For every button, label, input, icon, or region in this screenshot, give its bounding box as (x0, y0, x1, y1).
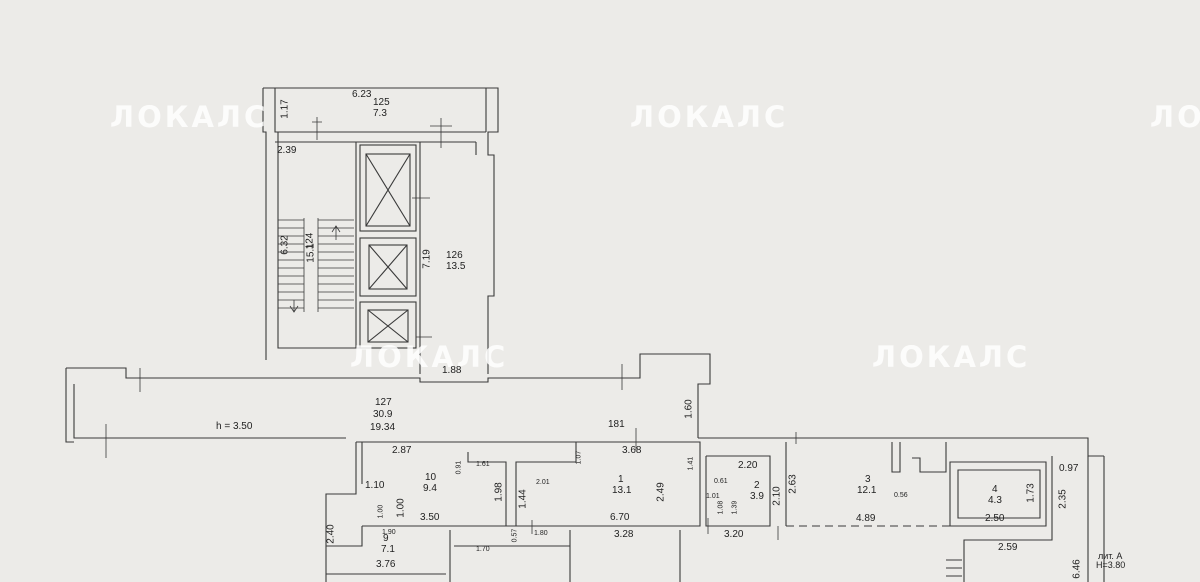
dim-label: 3.28 (614, 529, 634, 540)
room-number: 9 (383, 533, 389, 544)
dim-label: 1.60 (683, 399, 695, 419)
watermark-logo: ЛОКА (1150, 100, 1200, 134)
dim-label: 6.32 (279, 235, 291, 255)
dim-label: 1.80 (534, 530, 548, 537)
dim-label: 2.63 (787, 474, 799, 494)
dim-label: 7.19 (421, 249, 433, 269)
dim-label: 2.87 (392, 445, 412, 456)
dim-label: 6.70 (610, 512, 630, 523)
dim-label: 2.39 (277, 145, 297, 156)
room-area: 30.9 (373, 409, 393, 420)
watermark-logo: ЛОКАЛС (630, 100, 789, 134)
dim-label: 6.46 (1071, 559, 1083, 579)
dim-label: 0.97 (1059, 463, 1079, 474)
dim-label: 0.57 (511, 528, 519, 543)
dim-label: 4.89 (856, 513, 876, 524)
dim-label: 1.70 (476, 546, 490, 553)
room-number: 127 (375, 397, 392, 408)
dim-label: 1.00 (395, 498, 407, 518)
dim-label: 0.91 (455, 460, 463, 475)
dim-label: 1.41 (687, 456, 695, 471)
dim-label: 1.17 (279, 99, 291, 119)
room-area: 7.3 (373, 108, 387, 119)
dim-label: 2.01 (536, 479, 550, 486)
dim-label: 1.90 (382, 529, 396, 536)
dim-label: 1.10 (365, 480, 385, 491)
ceiling-height-note: h = 3.50 (216, 421, 253, 432)
dim-label: 1.00 (377, 504, 385, 519)
room-area: 4.3 (988, 495, 1002, 506)
dim-label: 6.23 (352, 89, 372, 100)
dimension-ticks (105, 117, 797, 540)
dim-label: 3.20 (724, 529, 744, 540)
lit-label: лит. А (1098, 551, 1123, 561)
watermark-logo: ЛОКАЛС (350, 340, 509, 374)
room-number: 10 (425, 472, 437, 483)
dim-label: 0.56 (894, 492, 908, 499)
wall-lines (65, 87, 1105, 582)
room-number: 4 (992, 484, 998, 495)
room-area: 13.5 (446, 261, 466, 272)
corridor-number: 181 (608, 419, 625, 430)
dim-label: 1.44 (517, 489, 529, 509)
room-number: 2 (754, 480, 760, 491)
room-number: 1 (618, 474, 624, 485)
dim-label: 1.98 (493, 482, 505, 502)
room-area: 3.9 (750, 491, 764, 502)
watermark-logo: ЛОКАЛС (110, 100, 269, 134)
dim-label: 2.50 (985, 513, 1005, 524)
dim-label: 1.07 (575, 450, 583, 465)
room-area: 12.1 (857, 485, 877, 496)
lit-height: H=3.80 (1096, 560, 1126, 570)
dim-label: 2.49 (655, 482, 667, 502)
room-number: 126 (446, 250, 463, 261)
dim-label: 1.88 (442, 365, 462, 376)
dim-label: 2.20 (738, 460, 758, 471)
dim-label: 1.08 (717, 500, 725, 515)
dim-label: 2.59 (998, 542, 1018, 553)
room-number: 3 (865, 474, 871, 485)
dim-label: 0.61 (714, 478, 728, 485)
dim-label: 1.39 (731, 500, 739, 515)
room-area: 9.4 (423, 483, 437, 494)
dim-label: 2.35 (1057, 489, 1069, 509)
dim-label: 2.40 (325, 524, 337, 544)
room-area: 15.1 (305, 243, 317, 263)
room-number: 125 (373, 97, 390, 108)
dim-label: 2.10 (771, 486, 783, 506)
dim-label: 3.68 (622, 445, 642, 456)
dim-label: 1.73 (1025, 483, 1037, 503)
dim-label: 3.76 (376, 559, 396, 570)
dim-label: 1.61 (476, 461, 490, 468)
room-area: 13.1 (612, 485, 632, 496)
dim-label: 1.01 (706, 493, 720, 500)
room-area: 7.1 (381, 544, 395, 555)
dim-label: 3.50 (420, 512, 440, 523)
watermark-logo: ЛОКАЛС (872, 340, 1031, 374)
dim-label: 19.34 (370, 422, 396, 433)
